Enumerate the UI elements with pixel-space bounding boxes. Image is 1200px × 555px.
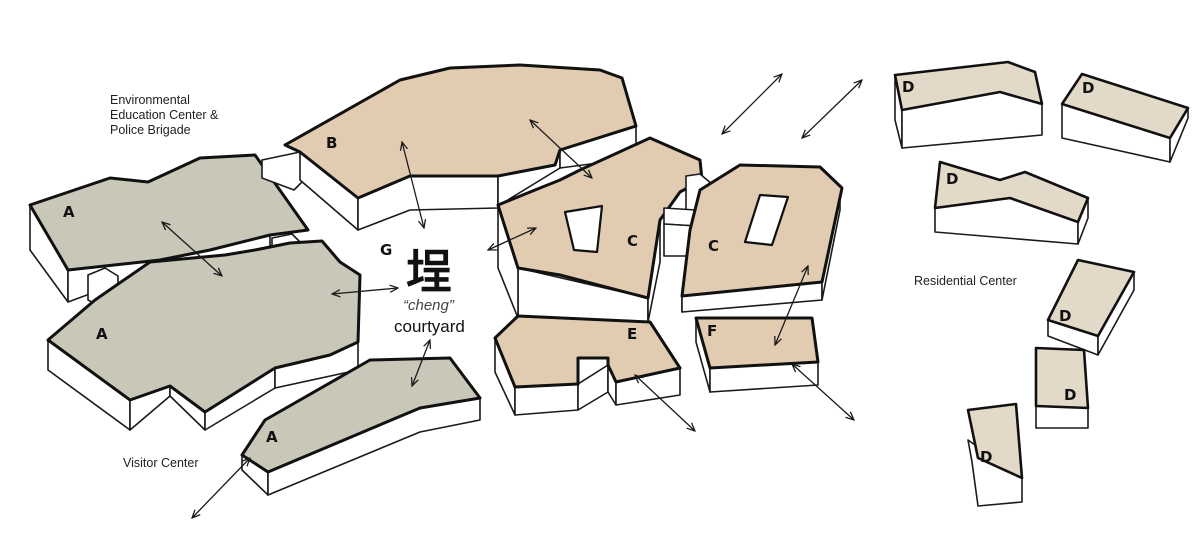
building-d-6: D [966, 402, 1024, 507]
courtyard-g-label: G [380, 241, 392, 259]
building-e: E [493, 314, 682, 416]
svg-text:Environmental: Environmental [110, 93, 190, 107]
building-d-5: D [1034, 346, 1090, 429]
environmental-center-label: Environmental Education Center & Police … [110, 93, 219, 137]
building-d-label: D [946, 170, 958, 188]
building-d-label: D [980, 448, 992, 466]
visitor-center-label: Visitor Center [123, 456, 199, 470]
building-c-label: C [708, 237, 719, 255]
circulation-arrows [162, 74, 862, 518]
building-d-4: D [1046, 258, 1136, 356]
building-d-label: D [1059, 307, 1071, 325]
courtyard-void [743, 193, 790, 247]
building-f: F [694, 316, 820, 393]
building-b-label: B [326, 134, 337, 152]
building-d-3: D [933, 160, 1090, 245]
building-e-label: E [627, 325, 637, 343]
svg-text:Education Center &: Education Center & [110, 108, 219, 122]
building-c-label: C [627, 232, 638, 250]
building-a-label: A [96, 325, 108, 343]
residential-center-label: Residential Center [914, 274, 1017, 288]
building-d-2: D [1060, 72, 1190, 163]
building-a-label: A [266, 428, 278, 446]
building-f-label: F [707, 322, 717, 340]
building-d-4-roof [1046, 258, 1136, 338]
cheng-romanized: “cheng” [403, 297, 455, 314]
building-d-1: D [893, 60, 1044, 149]
building-a-central: A [46, 239, 362, 431]
courtyard-label: courtyard [394, 317, 465, 336]
building-e-roof [493, 314, 682, 389]
building-a-label: A [63, 203, 75, 221]
building-d-label: D [1082, 79, 1094, 97]
building-d-label: D [902, 78, 914, 96]
building-d-1-roof [893, 60, 1044, 112]
svg-text:Police Brigade: Police Brigade [110, 123, 191, 137]
cheng-character: 埕 [406, 245, 452, 299]
cheng-courtyard-label: G 埕 “cheng” courtyard [380, 241, 465, 336]
building-c-east: C [680, 163, 844, 313]
building-d-5-roof [1034, 346, 1090, 410]
building-d-6-roof [966, 402, 1024, 480]
building-c-west: C [496, 136, 704, 323]
building-d-label: D [1064, 386, 1076, 404]
building-d-2-roof [1060, 72, 1190, 140]
building-d-3-roof [933, 160, 1090, 224]
building-a-north-roof [28, 153, 310, 272]
courtyard-void [563, 204, 604, 254]
